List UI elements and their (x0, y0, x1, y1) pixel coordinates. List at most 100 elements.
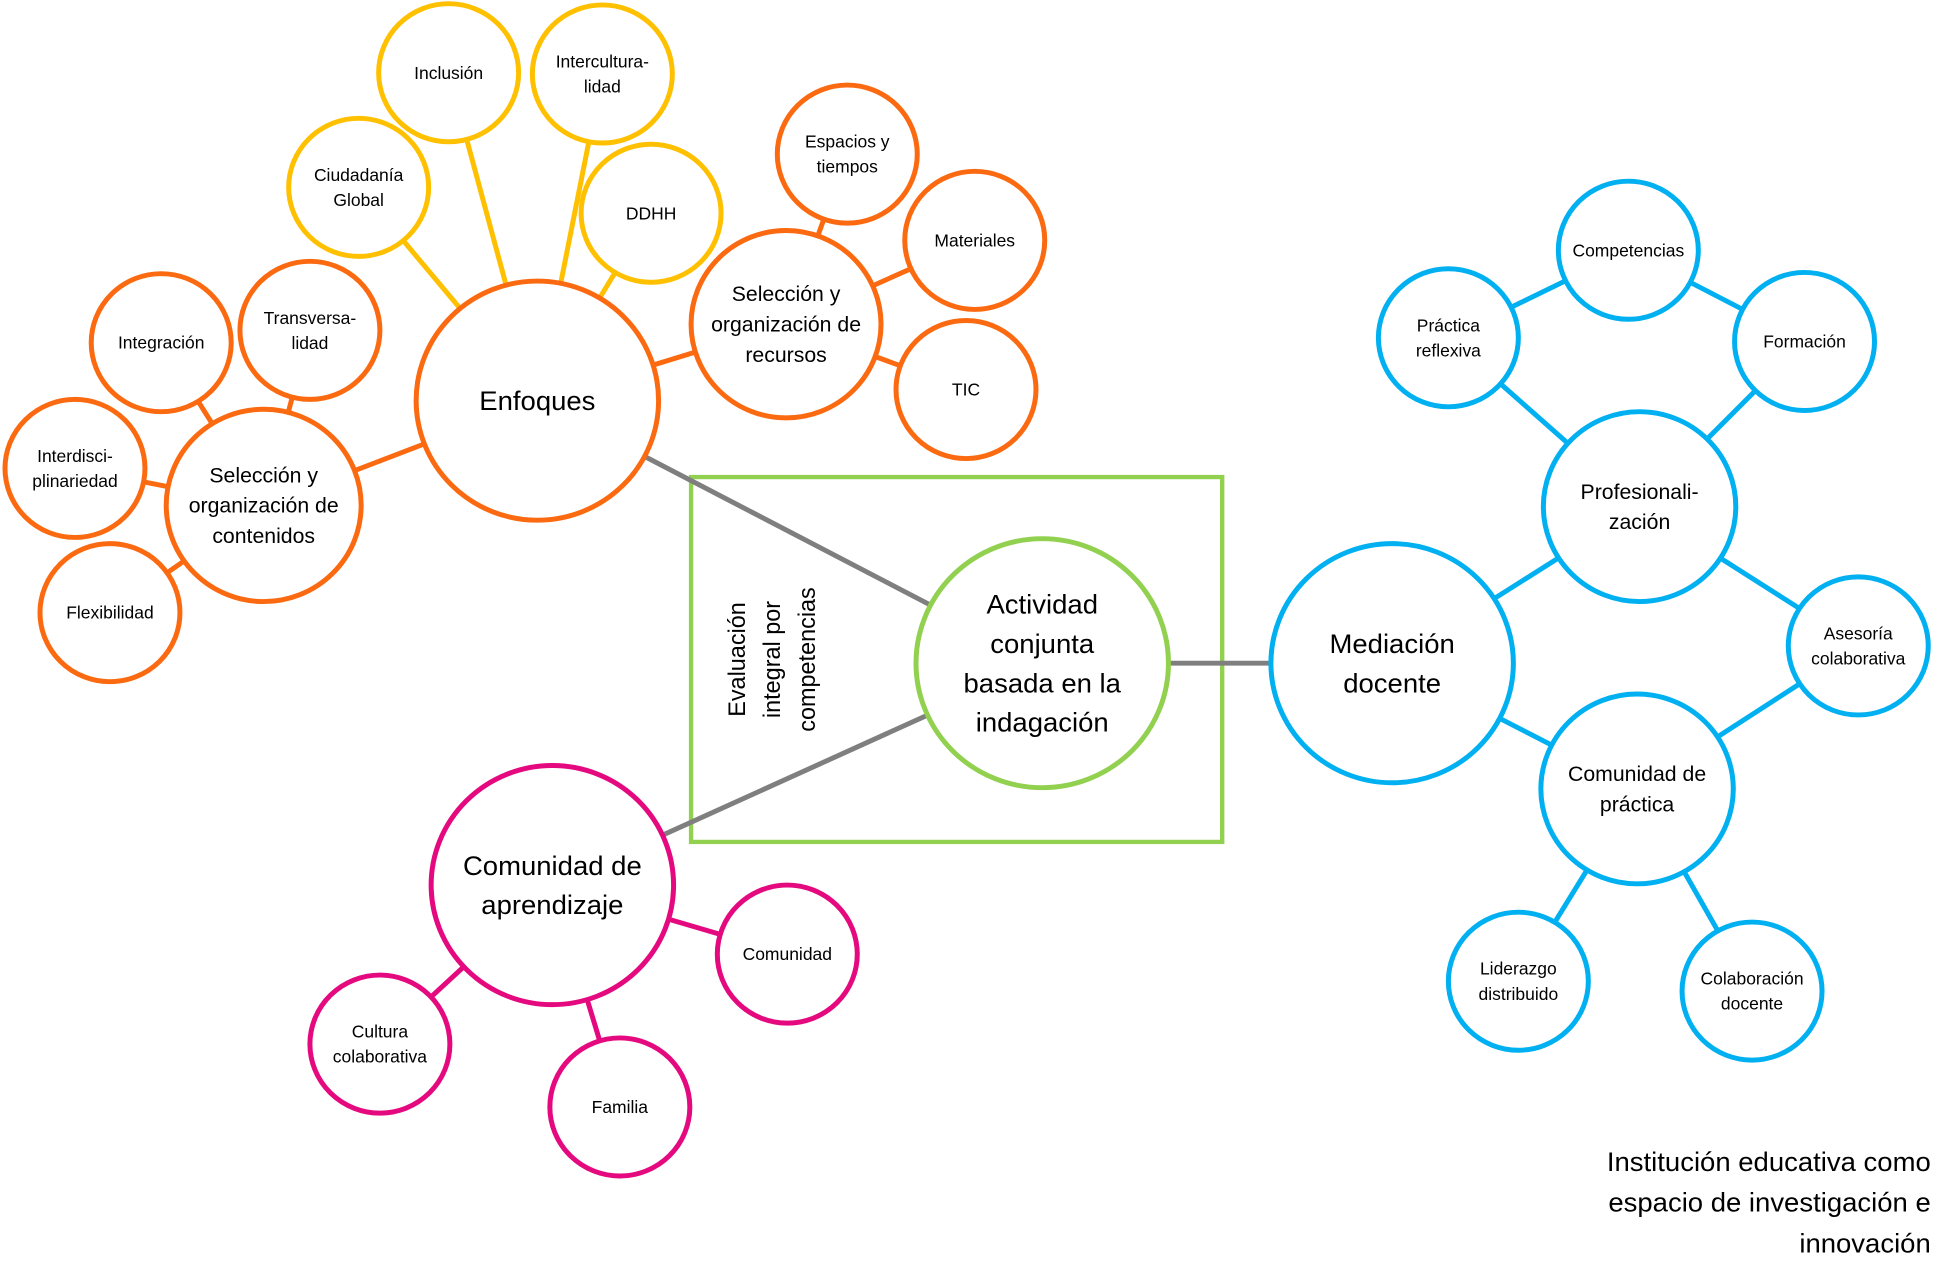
node-circle (1555, 178, 1701, 322)
node-label-line: lidad (291, 333, 328, 353)
node-label-line: Espacios y (805, 132, 890, 152)
diagram-caption: Institución educativa como espacio de inv… (1607, 1146, 1931, 1258)
evaluation-label-line: integral por (759, 601, 785, 718)
node-label: TIC (952, 380, 980, 400)
node-label: Inclusión (414, 63, 483, 83)
node-label-line: Comunidad de (463, 850, 642, 881)
node-inclusion: Inclusión (376, 1, 522, 145)
node-circle (428, 763, 677, 1008)
node-circle (1785, 574, 1931, 718)
node-label-line: colaborativa (333, 1047, 428, 1067)
node-circle (902, 168, 1048, 312)
node-label-line: Competencias (1572, 240, 1684, 260)
node-label: DDHH (626, 203, 676, 223)
node-label-line: Interdisci- (37, 446, 113, 466)
node-label: Interdisci-plinariedad (32, 446, 118, 491)
node-label-line: Selección y (732, 283, 841, 306)
node-label-line: reflexiva (1416, 340, 1481, 360)
node-label-line: DDHH (626, 203, 676, 223)
node-label-line: Actividad (986, 589, 1098, 620)
caption-line: espacio de investigación e (1608, 1187, 1930, 1218)
node-label-line: organización de (711, 314, 861, 337)
node-label-line: Colaboración (1701, 969, 1804, 989)
node-enfoques: Enfoques (413, 278, 662, 523)
node-label-line: TIC (952, 380, 980, 400)
node-label-line: Materiales (934, 231, 1015, 251)
node-label-line: Integración (118, 333, 204, 353)
node-label-line: Selección y (209, 464, 318, 487)
node-ddhh: DDHH (578, 141, 724, 285)
node-circle (529, 2, 675, 146)
node-label-line: zación (1609, 511, 1670, 534)
node-circle (893, 318, 1039, 462)
node-circle (578, 141, 724, 285)
node-circle (1679, 919, 1825, 1063)
node-circle (286, 115, 432, 259)
evaluation-frame (688, 474, 1225, 845)
node-practica-reflexiva: Práctica reflexiva (1375, 266, 1521, 410)
node-label-line: Liderazgo (1480, 959, 1557, 979)
node-label-line: tiempos (817, 157, 879, 177)
node-label-line: plinariedad (32, 471, 118, 491)
node-label: Flexibilidad (66, 603, 153, 623)
node-circle (1445, 909, 1591, 1053)
node-circle (688, 228, 884, 421)
node-label-line: Comunidad (743, 944, 832, 964)
node-label-line: indagación (976, 707, 1109, 738)
node-label: Enfoques (479, 385, 595, 416)
node-circle (1375, 266, 1521, 410)
node-label-line: Formación (1763, 332, 1846, 352)
node-circle (1538, 691, 1736, 887)
node-label: Competencias (1572, 240, 1684, 260)
node-competencias: Competencias (1555, 178, 1701, 322)
node-materiales: Materiales (902, 168, 1048, 312)
node-label: Espacios y tiempos (805, 132, 890, 177)
node-label-line: Flexibilidad (66, 603, 153, 623)
node-label-line: Práctica (1417, 315, 1480, 335)
node-circle (376, 1, 522, 145)
node-interculturalidad: Intercultura-lidad (529, 2, 675, 146)
node-circle (774, 82, 920, 226)
node-label-line: Global (333, 190, 384, 210)
node-integracion: Integración (88, 271, 234, 415)
node-cultura: Cultura colaborativa (307, 972, 453, 1116)
node-label-line: Ciudadanía (314, 165, 404, 185)
node-label-line: distribuido (1479, 984, 1559, 1004)
evaluation-label-line: competencias (794, 587, 820, 731)
node-circle (1268, 541, 1516, 786)
node-label-line: Intercultura- (556, 52, 649, 72)
node-label-line: Comunidad de (1568, 763, 1706, 786)
caption-line: Institución educativa como (1607, 1146, 1931, 1177)
node-label-line: recursos (745, 344, 826, 367)
node-label-line: organización de (189, 495, 339, 518)
node-label: Transversa-lidad (264, 308, 357, 353)
node-familia: Familia (547, 1035, 693, 1179)
node-label: Cultura colaborativa (333, 1022, 428, 1067)
node-interdisciplinariedad: Interdisci-plinariedad (2, 396, 148, 540)
node-label-line: docente (1343, 668, 1441, 699)
node-label-line: Cultura (352, 1022, 409, 1042)
node-transversalidad: Transversa-lidad (237, 258, 383, 402)
node-label-line: conjunta (990, 628, 1095, 659)
node-label: Selección y organización de recursos (711, 283, 861, 367)
node-liderazgo: Liderazgo distribuido (1445, 909, 1591, 1053)
node-profesionalizacion: Profesionali-zación (1540, 409, 1739, 605)
node-circle (714, 882, 860, 1026)
node-label-line: Asesoría (1824, 624, 1893, 644)
node-circle (88, 271, 234, 415)
node-label: Comunidad (743, 944, 832, 964)
node-circle (237, 258, 383, 402)
node-label: Materiales (934, 231, 1015, 251)
